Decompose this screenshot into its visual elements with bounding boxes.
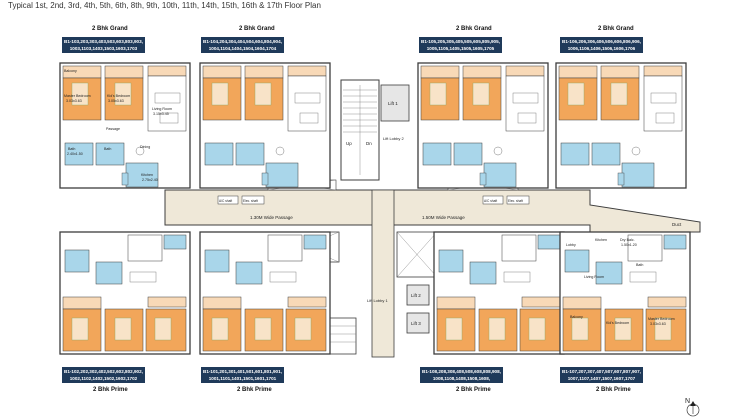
unit-type-label-bl2: 2 Bhk Prime [237,387,272,393]
unit-top-3 [417,62,549,189]
room-kitchen-label: Kitchen [141,173,153,177]
lift1-label: Lift 1 [388,101,398,106]
room-dry-balcony-dim-b: 1.50x1.20 [621,243,637,247]
unit-top-1 [59,62,191,189]
unit-numbers-bl2: B1-101,201,301,401,501,601,801,901, 1001… [201,367,284,383]
lift-lobby-2-label: Lift Lobby 2 [383,136,404,141]
room-bath-label-2: Bath [104,147,111,151]
unit-bottom-4 [559,231,691,355]
unit-type-label-tl: 2 Bhk Grand [92,26,128,32]
floor-plan-title: Typical 1st, 2nd, 3rd, 4th, 5th, 6th, 8t… [8,1,321,10]
lift2-label: Lift 2 [411,293,421,298]
room-living-label-b: Living Room [584,275,604,279]
elec-shaft-label-1: Elec. shaft [243,199,258,203]
stair-up-label: Up [346,141,352,146]
room-mb-dim: 3.03x3.63 [66,99,82,103]
unit-type-label-bl: 2 Bhk Prime [93,387,128,393]
corridor-spine [371,189,395,358]
core-top: Up Dn Lift 1 Lift Lobby 2 A/C shaft Elec… [217,79,530,205]
room-kb-dim: 3.05x3.63 [108,99,124,103]
room-balcony-label-b: Balcony [570,315,583,319]
ac-shaft-label-1: A/C shaft [219,199,232,203]
unit-bottom-1 [59,231,191,355]
unit-numbers-tr2: B1-106,206,306,406,506,606,806,906, 1006… [560,37,643,53]
room-bath-label-b: Bath [636,263,643,267]
room-lobby-label-b: Lobby [566,243,576,247]
unit-type-label-tr2: 2 Bhk Grand [598,26,634,32]
unit-type-label-tr1: 2 Bhk Grand [456,26,492,32]
room-dining-label: Dining [140,145,150,149]
duct-label-3: Duct [672,222,682,227]
unit-numbers-tl: B1-103,203,303,403,503,603,803,903, 1003… [62,37,145,53]
stair-dn-label: Dn [366,141,372,146]
room-kids-bedroom-label-b: Kid's Bedroom [606,321,629,325]
room-kitchen-dim: 2.75x2.40 [142,178,158,182]
unit-top-2 [199,62,331,189]
unit-bottom-2 [199,231,331,355]
room-master-bedroom-label-b: Master Bedroom [648,317,675,321]
room-kitchen-label-b: Kitchen [595,238,607,242]
room-balcony-label: Balcony [64,69,77,73]
unit-type-label-br1: 2 Bhk Prime [456,387,491,393]
lift-lobby-1-label: Lift Lobby 1 [367,298,388,303]
unit-numbers-br2: B1-107,207,307,407,507,607,807,907, 1007… [560,367,643,383]
unit-top-4 [555,62,687,189]
unit-type-label-tl2: 2 Bhk Grand [239,26,275,32]
unit-numbers-br1: B1-108,208,308,408,508,608,808,908, 1008… [420,367,503,383]
room-lr-dim: 3.15x3.45 [153,112,169,116]
room-passage-label: Passage [106,127,120,131]
lift3-label: Lift 3 [411,321,421,326]
room-dry-balcony-label-b: Dry Balc. [620,238,635,242]
compass-icon: N [685,398,700,417]
room-mb-dim-b: 3.03x3.63 [650,322,666,326]
compass-north-label: N [685,398,690,405]
room-bath-dim: 2.40x1.50 [67,152,83,156]
unit-type-label-br2: 2 Bhk Prime [596,387,631,393]
room-living-label: Living Room [152,107,172,111]
ac-shaft-label-2: A/C shaft [484,199,497,203]
unit-bottom-3 [433,231,565,355]
room-bath-label: Bath [68,147,75,151]
room-kids-bedroom-label: Kid's Bedroom [107,94,130,98]
passage-right-label: 1.50M Wide Passage [422,215,465,220]
common-corridor [164,189,701,233]
unit-numbers-bl: B1-102,202,302,402,502,602,802,902, 1002… [62,367,145,383]
room-master-bedroom-label: Master Bedroom [64,94,91,98]
passage-left-label: 1.30M Wide Passage [250,215,293,220]
elec-shaft-label-2: Elec. shaft [508,199,523,203]
unit-numbers-tr1: B1-105,205,305,405,505,605,805,905, 1005… [419,37,502,53]
unit-numbers-tl2: B1-104,204,304,404,504,604,804,904, 1004… [201,37,284,53]
